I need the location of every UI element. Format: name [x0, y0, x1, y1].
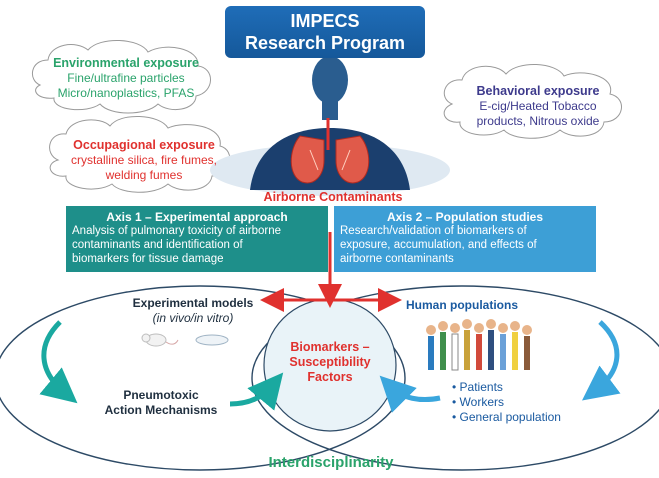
population-item-label: Workers: [459, 395, 504, 409]
right-to-center-arrow: [379, 375, 441, 413]
population-item-patients: • Patients: [452, 380, 503, 394]
human-populations-title: Human populations: [406, 298, 518, 312]
environmental-cloud: [32, 39, 211, 114]
biomarkers-line2: Susceptibility: [289, 355, 371, 369]
occupational-line1: crystalline silica, fire fumes,: [70, 153, 218, 167]
population-item-workers: • Workers: [452, 395, 504, 409]
environmental-line2: Micro/nanoplastics, PFAS: [57, 86, 195, 100]
biomarkers-line1: Biomarkers –: [290, 340, 370, 354]
experimental-models-title: Experimental models: [132, 296, 254, 310]
axis2-line1: Research/validation of biomarkers of: [340, 225, 527, 237]
pneumotoxic-line1: Pneumotoxic: [123, 388, 199, 402]
population-item-label: General population: [459, 410, 561, 424]
pneumotoxic-line2: Action Mechanisms: [104, 403, 218, 417]
behavioral-line2: products, Nitrous oxide: [476, 114, 600, 128]
interdisciplinarity-label: Interdisciplinarity: [268, 454, 394, 471]
axis1-line1: Analysis of pulmonary toxicity of airbor…: [72, 225, 282, 237]
biomarkers-text: Biomarkers – Susceptibility Factors: [272, 340, 388, 385]
mouse-icon: [141, 333, 179, 347]
environmental-title: Environmental exposure: [53, 56, 199, 70]
behavioral-title: Behavioral exposure: [476, 84, 600, 98]
axis2-title: Axis 2 – Population studies: [386, 210, 544, 224]
behavioral-line1: E-cig/Heated Tobacco: [479, 99, 597, 113]
axis1-line3: biomarkers for tissue damage: [72, 253, 224, 265]
program-title-line2: Research Program: [244, 33, 406, 53]
environmental-exposure-text: Environmental exposure Fine/ultrafine pa…: [48, 56, 204, 101]
right-curve-arrow: [582, 320, 621, 401]
axis2-line2: exposure, accumulation, and effects of: [340, 239, 537, 251]
populations-list: • Patients • Workers • General populatio…: [452, 380, 602, 425]
experimental-models-sub: (in vivo/in vitro): [152, 311, 234, 325]
environmental-line1: Fine/ultrafine particles: [67, 71, 185, 85]
occupational-exposure-text: Occupagional exposure crystalline silica…: [64, 138, 224, 183]
population-item-general: • General population: [452, 410, 561, 424]
left-curve-arrow: [39, 320, 78, 404]
axis1-line2: contaminants and identification of: [72, 239, 243, 251]
population-item-label: Patients: [459, 380, 503, 394]
airborne-contaminants-label: Airborne Contaminants: [263, 190, 403, 204]
axis1-title: Axis 1 – Experimental approach: [106, 210, 288, 224]
behavioral-exposure-text: Behavioral exposure E-cig/Heated Tobacco…: [458, 84, 618, 129]
axis1-box: Axis 1 – Experimental approach Analysis …: [66, 206, 328, 272]
axis2-box: Axis 2 – Population studies Research/val…: [334, 206, 596, 272]
program-title-line1: IMPECS: [290, 11, 360, 31]
occupational-line2: welding fumes: [105, 168, 183, 182]
lungs-illustration-icon: [210, 56, 450, 196]
people-crowd-icon: [426, 319, 532, 371]
behavioral-cloud: [443, 63, 622, 139]
biomarkers-line3: Factors: [307, 370, 353, 384]
left-to-center-arrow: [229, 372, 284, 411]
program-title: IMPECS Research Program: [225, 6, 425, 58]
petri-dish-icon: [195, 334, 229, 346]
occupational-title: Occupagional exposure: [73, 138, 215, 152]
axis2-line3: airborne contaminants: [340, 253, 454, 265]
